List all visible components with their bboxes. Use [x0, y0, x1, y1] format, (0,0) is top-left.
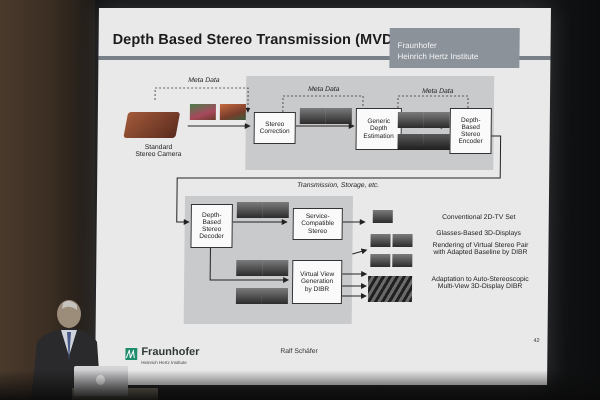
depth-map-1	[397, 134, 424, 150]
service-compatible-stereo-block: Service- Compatible Stereo	[292, 208, 343, 240]
virtual-frame-1	[236, 260, 263, 276]
output-glasses-frame-2	[392, 234, 413, 247]
footer-logo-text: Fraunhofer	[141, 346, 200, 358]
label-rendering-virtual-stereo: Rendering of Virtual Stereo Pair with Ad…	[432, 242, 529, 256]
meta-data-label-1: Meta Data	[188, 77, 220, 84]
virtual-depth-1	[235, 288, 263, 304]
camera-frame-right	[219, 104, 246, 120]
generic-depth-estimation-block: Generic Depth Estimation	[355, 108, 402, 150]
camera-frame-left	[189, 104, 216, 120]
output-multiview-stack	[367, 276, 413, 302]
depth-map-2	[423, 134, 450, 150]
page-number: 42	[533, 338, 540, 344]
corrected-frame-left	[299, 108, 326, 124]
label-autostereoscopic: Adaptation to Auto-Stereoscopic Multi-Vi…	[431, 276, 529, 290]
floor-shadow	[0, 370, 600, 400]
footer-institute: Heinrich Hertz Institute	[141, 360, 187, 365]
meta-data-label-3: Meta Data	[422, 88, 454, 95]
output-rendered-frame-1	[370, 254, 391, 267]
virtual-view-generation-block: Virtual View Generation by DIBR	[291, 260, 343, 304]
corrected-frame-right	[325, 108, 352, 124]
decoded-frame-2	[262, 202, 289, 218]
depth-based-stereo-decoder-block: Depth- Based Stereo Decoder	[190, 204, 233, 248]
label-glasses-3d: Glasses-Based 3D-Displays	[436, 230, 521, 237]
projected-slide: Depth Based Stereo Transmission (MVD2) F…	[95, 8, 551, 385]
decoded-frame-1	[236, 202, 263, 218]
fraunhofer-logo-icon	[125, 348, 138, 360]
stereo-camera-icon	[123, 112, 181, 138]
transmission-label: Transmission, Storage, etc.	[297, 182, 380, 189]
output-2d-frame	[372, 210, 393, 223]
label-conventional-2d-tv: Conventional 2D-TV Set	[442, 214, 516, 221]
footer-author: Ralf Schäfer	[280, 348, 318, 355]
output-glasses-frame-1	[370, 234, 391, 247]
camera-caption: Standard Stereo Camera	[135, 144, 182, 158]
output-rendered-frame-2	[392, 254, 413, 267]
flow-arrows	[154, 87, 502, 299]
stereo-correction-block: Stereo Correction	[253, 112, 296, 144]
depth-based-stereo-encoder-block: Depth- Based Stereo Encoder	[449, 108, 492, 154]
virtual-depth-2	[261, 288, 289, 304]
depth-frame-2	[423, 112, 450, 128]
virtual-frame-2	[262, 260, 289, 276]
depth-frame-1	[397, 112, 424, 128]
meta-data-label-2: Meta Data	[308, 86, 340, 93]
